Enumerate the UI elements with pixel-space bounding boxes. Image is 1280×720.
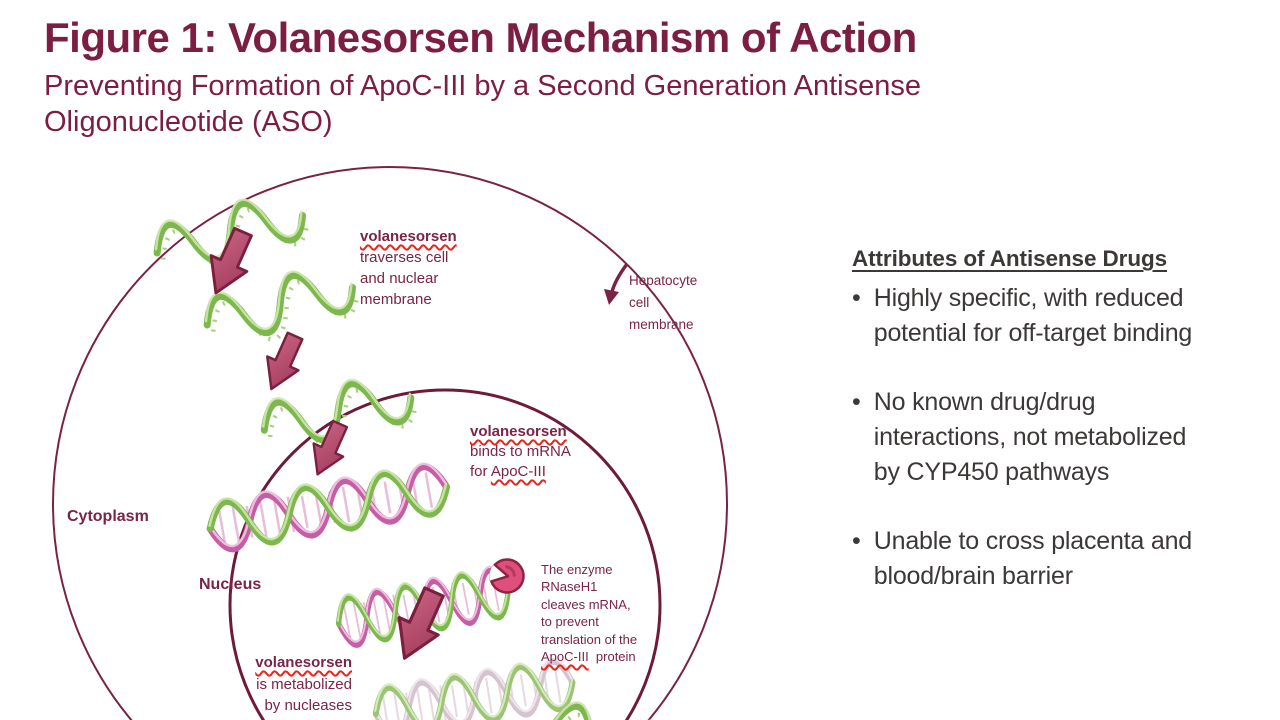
attributes-heading: Attributes of Antisense Drugs: [852, 246, 1168, 271]
down-arrow-icon: [254, 327, 312, 398]
degraded-helix-icon: [372, 656, 577, 720]
bullet-icon: •: [852, 388, 861, 416]
step3-text: The enzyme RNaseH1 cleaves mRNA, to prev…: [541, 562, 638, 647]
cytoplasm-label: Cytoplasm: [67, 508, 149, 525]
figure-subtitle: Preventing Formation of ApoC-III by a Se…: [44, 70, 921, 138]
apoc3-term: ApoC-III: [490, 463, 546, 480]
cell-membrane-circle: [52, 166, 728, 720]
figure-title: Figure 1: Volanesorsen Mechanism of Acti…: [44, 14, 917, 61]
step4-label: volanesorsen is metabolized by nucleases: [222, 652, 352, 717]
mrna-helix-icon: [205, 460, 450, 552]
drug-name: volanesorsen: [470, 423, 567, 440]
attribute-item: • Unable to cross placenta and blood/bra…: [852, 524, 1252, 594]
apoc3-term: ApoC-III: [541, 649, 589, 665]
down-arrow-icon: [301, 416, 356, 483]
step2-label: volanesorsen binds to mRNA for ApoC-III: [470, 422, 571, 482]
drug-name: volanesorsen: [360, 228, 457, 245]
step3-label: The enzyme RNaseH1 cleaves mRNA, to prev…: [541, 561, 637, 665]
step1-label: volanesorsen traverses cell and nuclear …: [360, 226, 457, 310]
step4-text: is metabolized by nucleases: [256, 675, 352, 715]
bullet-icon: •: [852, 527, 861, 555]
nucleus-circle: [228, 388, 662, 720]
step1-text: traverses cell and nuclear membrane: [360, 249, 449, 308]
step2-target-line: for ApoC-III: [470, 463, 546, 480]
nucleus-label: Nucleus: [199, 576, 262, 593]
attributes-list: • Highly specific, with reduced potentia…: [852, 281, 1252, 594]
step3-last-line: ApoC-III protein: [541, 649, 636, 665]
attribute-item: • No known drug/drug interactions, not m…: [852, 385, 1252, 490]
bullet-icon: •: [852, 284, 861, 312]
attributes-panel: Attributes of Antisense Drugs • Highly s…: [852, 246, 1252, 628]
step2-text: binds to mRNA: [470, 443, 571, 460]
attribute-item: • Highly specific, with reduced potentia…: [852, 281, 1252, 351]
drug-name: volanesorsen: [255, 654, 352, 671]
hepatocyte-membrane-label: Hepatocyte cell membrane: [629, 273, 698, 332]
membrane-pointer-arrow-icon: [604, 262, 629, 305]
